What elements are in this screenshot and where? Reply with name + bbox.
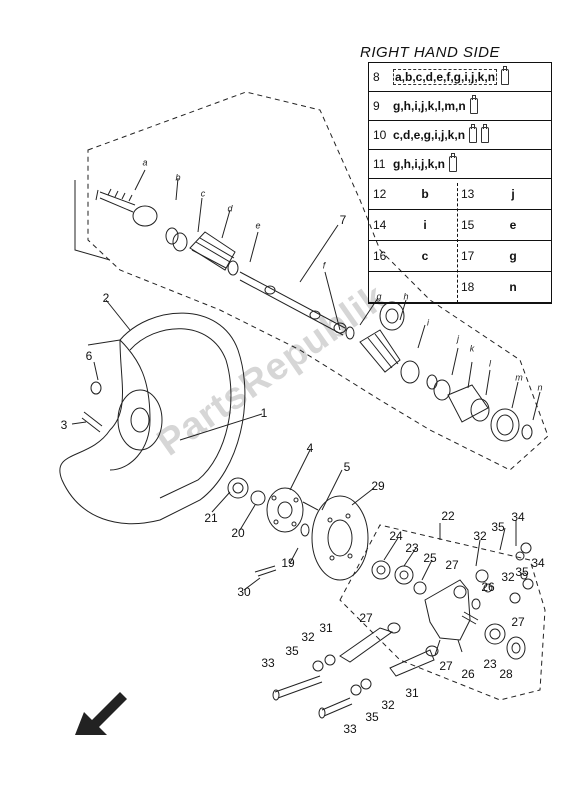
callout-35a: 35 xyxy=(491,520,505,534)
row-letter: e xyxy=(509,218,517,232)
row-letters: g,h,i,j,k,n xyxy=(393,157,446,171)
callout-23b: 23 xyxy=(483,657,497,671)
front-arrow-icon xyxy=(75,692,127,735)
callout-5: 5 xyxy=(343,460,351,474)
row-number: 15 xyxy=(461,218,475,232)
grease-tube-icon xyxy=(469,95,478,114)
callout-32c: 32 xyxy=(301,630,315,644)
callout-23a: 23 xyxy=(405,541,419,555)
row-number: 18 xyxy=(461,280,475,294)
callout-34a: 34 xyxy=(511,510,525,524)
letter-e: e xyxy=(255,220,261,231)
row-letter: g xyxy=(509,249,517,263)
letter-j: j xyxy=(457,333,459,344)
callout-6: 6 xyxy=(85,349,93,363)
row-number: 11 xyxy=(373,157,386,171)
callout-20: 20 xyxy=(231,526,245,540)
row-number: 13 xyxy=(461,187,475,201)
callout-31a: 31 xyxy=(319,621,333,635)
letter-a: a xyxy=(142,157,148,168)
letter-h: h xyxy=(403,291,409,302)
kit-table: 8 a,b,c,d,e,f,g,i,j,k,n 9 g,h,i,j,k,l,m,… xyxy=(368,62,552,304)
callout-7: 7 xyxy=(339,213,347,227)
callout-33b: 33 xyxy=(343,722,357,736)
callout-30: 30 xyxy=(237,585,251,599)
callout-35b: 35 xyxy=(515,565,529,579)
letter-g: g xyxy=(376,291,382,302)
row-letter: j xyxy=(511,187,515,201)
row-number: 10 xyxy=(373,128,387,142)
table-row: 12 b 13 j xyxy=(369,179,551,210)
callout-32b: 32 xyxy=(501,570,515,584)
callout-33a: 33 xyxy=(261,656,275,670)
row-number: 8 xyxy=(373,70,380,84)
callout-25: 25 xyxy=(423,551,437,565)
callout-2: 2 xyxy=(102,291,110,305)
callout-26b: 26 xyxy=(461,667,475,681)
row-number: 9 xyxy=(373,99,380,113)
row-number: 17 xyxy=(461,249,475,263)
table-row: 16 c 17 g xyxy=(369,241,551,272)
callout-1: 1 xyxy=(260,406,268,420)
letter-i: i xyxy=(427,317,429,328)
grease-tube-icon xyxy=(501,66,510,85)
row-letter: i xyxy=(423,218,427,232)
callout-4: 4 xyxy=(306,441,314,455)
table-row: 18 n xyxy=(369,272,551,303)
letter-k: k xyxy=(469,343,475,354)
grease-tube-icon xyxy=(449,153,458,172)
table-row: 9 g,h,i,j,k,l,m,n xyxy=(369,92,551,121)
row-letters: c,d,e,g,i,j,k,n xyxy=(393,128,466,142)
row-letter: c xyxy=(421,249,429,263)
row-letter: n xyxy=(509,280,517,294)
table-title: RIGHT HAND SIDE xyxy=(360,44,501,61)
callout-26a: 26 xyxy=(481,580,495,594)
row-letters: a,b,c,d,e,f,g,i,j,k,n xyxy=(393,69,498,85)
row-number: 14 xyxy=(373,218,387,232)
table-row: 10 c,d,e,g,i,j,k,n xyxy=(369,121,551,150)
callout-35d: 35 xyxy=(365,710,379,724)
row-letters: g,h,i,j,k,l,m,n xyxy=(393,99,466,113)
callout-27a: 27 xyxy=(445,558,459,572)
callout-27c: 27 xyxy=(359,611,373,625)
letter-n: n xyxy=(537,382,543,393)
table-row: 14 i 15 e xyxy=(369,210,551,241)
callout-24: 24 xyxy=(389,529,403,543)
callout-28: 28 xyxy=(499,667,513,681)
letter-l: l xyxy=(489,358,491,369)
table-row: 8 a,b,c,d,e,f,g,i,j,k,n xyxy=(369,63,551,92)
letter-b: b xyxy=(175,172,181,183)
letter-d: d xyxy=(227,203,233,214)
callout-32d: 32 xyxy=(381,698,395,712)
callout-27b: 27 xyxy=(511,615,525,629)
table-row: 11 g,h,i,j,k,n xyxy=(369,150,551,179)
callout-35c: 35 xyxy=(285,644,299,658)
callout-32a: 32 xyxy=(473,529,487,543)
letter-c: c xyxy=(200,188,206,199)
callout-29: 29 xyxy=(371,479,385,493)
table-divider xyxy=(457,183,458,303)
grease-tube-icon xyxy=(469,124,478,143)
callout-21: 21 xyxy=(204,511,218,525)
letter-m: m xyxy=(515,372,523,383)
callout-27d: 27 xyxy=(439,659,453,673)
row-number: 12 xyxy=(373,187,387,201)
grease-tube-icon xyxy=(481,124,490,143)
callout-34b: 34 xyxy=(531,556,545,570)
row-letter: b xyxy=(421,187,429,201)
letter-f: f xyxy=(322,260,326,271)
row-number: 16 xyxy=(373,249,387,263)
callout-19: 19 xyxy=(281,556,295,570)
callout-22: 22 xyxy=(441,509,455,523)
callout-31b: 31 xyxy=(405,686,419,700)
callout-3: 3 xyxy=(60,418,68,432)
